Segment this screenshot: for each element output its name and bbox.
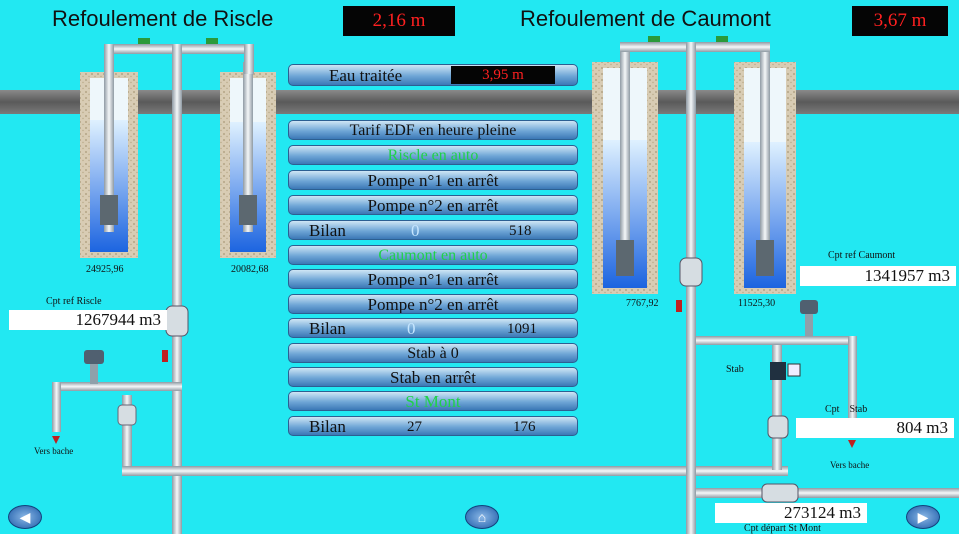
stab-label: Stab [726, 364, 744, 375]
prev-page-button[interactable]: ◀ [8, 505, 42, 529]
st-mont-counter-label: Cpt départ St Mont [744, 523, 821, 534]
caumont-well1-value: 7767,92 [626, 298, 659, 309]
caumont-bilan-value-a: 0 [407, 319, 416, 338]
caumont-mode-panel: Caumont en auto [288, 245, 578, 265]
stab-counter-value: 804 m3 [796, 418, 954, 438]
caumont-counter-label: Cpt ref Caumont [828, 250, 896, 261]
next-page-button[interactable]: ▶ [906, 505, 940, 529]
riscle-drain-label: Vers bache [34, 446, 74, 456]
caumont-mode-text: Caumont en auto [378, 247, 488, 264]
caumont-drain-label: Vers bache [830, 460, 870, 470]
st-mont-counter-value: 273124 m3 [715, 503, 867, 523]
caumont-level-display: 3,67 m [852, 6, 948, 36]
st-mont-bilan-value-a: 27 [407, 419, 422, 435]
riscle-well2-value: 20082,68 [231, 264, 269, 275]
riscle-well1-value: 24925,96 [86, 264, 124, 275]
caumont-bilan-label: Bilan [309, 319, 346, 338]
treated-water-panel: Eau traitée 3,95 m [288, 64, 578, 86]
stab-counter-label: Cpt Stab [825, 404, 868, 415]
riscle-counter-value: 1267944 m3 [9, 310, 167, 330]
caumont-well2-value: 11525,30 [738, 298, 776, 309]
ground-band [0, 90, 959, 114]
st-mont-panel: St Mont [288, 391, 578, 411]
caumont-well-2 [734, 48, 796, 294]
riscle-well-1 [80, 62, 138, 258]
riscle-bilan-value-a: 0 [411, 221, 420, 240]
st-mont-bilan-panel: Bilan 27 176 [288, 416, 578, 436]
stab-reset-panel[interactable]: Stab à 0 [288, 343, 578, 363]
riscle-pump1-panel[interactable]: Pompe n°1 en arrêt [288, 170, 578, 190]
caumont-title: Refoulement de Caumont [520, 6, 771, 31]
arrow-left-icon: ◀ [19, 509, 31, 525]
caumont-counter-value: 1341957 m3 [800, 266, 956, 286]
home-button[interactable]: ⌂ [465, 505, 499, 529]
caumont-well-1 [592, 48, 658, 294]
riscle-title: Refoulement de Riscle [52, 6, 274, 31]
riscle-bilan-label: Bilan [309, 221, 346, 240]
treated-water-value: 3,95 m [451, 66, 555, 84]
riscle-level-display: 2,16 m [343, 6, 455, 36]
caumont-bilan-value-b: 1091 [507, 321, 537, 337]
caumont-pump1-panel[interactable]: Pompe n°1 en arrêt [288, 269, 578, 289]
riscle-bilan-value-b: 518 [509, 223, 532, 239]
st-mont-bilan-value-b: 176 [513, 419, 536, 435]
riscle-counter-label: Cpt ref Riscle [46, 296, 102, 307]
riscle-well-2 [220, 62, 276, 258]
riscle-mode-panel: Riscle en auto [288, 145, 578, 165]
riscle-pump2-panel[interactable]: Pompe n°2 en arrêt [288, 195, 578, 215]
st-mont-text: St Mont [405, 392, 461, 411]
arrow-right-icon: ▶ [917, 509, 929, 525]
riscle-mode-text: Riscle en auto [387, 147, 479, 164]
stab-state-panel[interactable]: Stab en arrêt [288, 367, 578, 387]
caumont-pump2-panel[interactable]: Pompe n°2 en arrêt [288, 294, 578, 314]
riscle-bilan-panel: Bilan 0 518 [288, 220, 578, 240]
caumont-bilan-panel: Bilan 0 1091 [288, 318, 578, 338]
tarif-panel: Tarif EDF en heure pleine [288, 120, 578, 140]
treated-water-label: Eau traitée [329, 66, 403, 85]
home-icon: ⌂ [477, 509, 487, 525]
st-mont-bilan-label: Bilan [309, 417, 346, 436]
